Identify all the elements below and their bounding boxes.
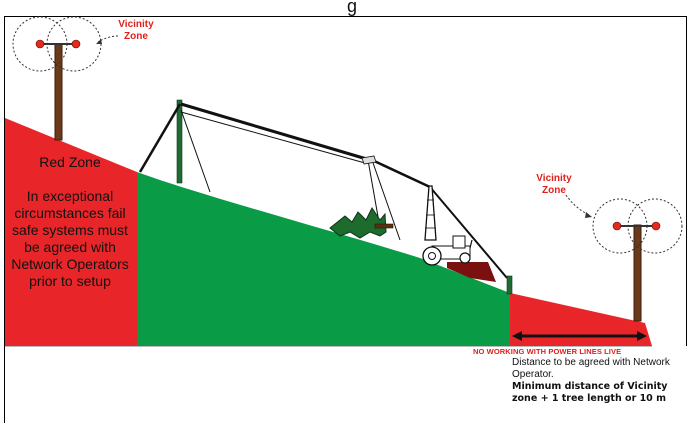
red-zone-right (510, 293, 652, 346)
diagram-title-fragment: g (346, 0, 357, 16)
vicinity-zone-label-left: Vicinity Zone (106, 19, 166, 43)
red-zone-description: Red Zone In exceptional circumstances fa… (5, 154, 135, 290)
distance-note-block: Distance to be agreed with Network Opera… (512, 357, 690, 405)
distance-arrowhead-right (637, 331, 647, 341)
felled-tree (329, 207, 394, 239)
vicinity-zone-left-text: Vicinity Zone (118, 19, 154, 42)
frame-right-border (686, 16, 687, 346)
red-zone-title: Red Zone (39, 154, 101, 170)
no-working-warning: NO WORKING WITH POWER LINES LIVE (473, 347, 622, 356)
green-slope (137, 172, 510, 346)
vicinity-arrowhead-left (96, 39, 102, 44)
guy-line-inner (180, 109, 211, 193)
vicinity-arrow-left (97, 35, 119, 43)
tractor-ground-patch (447, 262, 496, 282)
skyline-upper (180, 102, 371, 162)
carriage-drop-line (371, 159, 401, 241)
guy-line-left (138, 103, 182, 173)
vicinity-zone-right-text: Vicinity Zone (536, 173, 572, 196)
frame-left-border (4, 16, 5, 423)
red-zone-left (5, 118, 137, 346)
pole-right (633, 224, 642, 322)
insulator-right-b (651, 221, 661, 231)
distance-minimum: Minimum distance of Vicinity zone + 1 tr… (512, 381, 668, 404)
skyline-to-tower (371, 158, 431, 189)
yarder-tower (424, 185, 437, 241)
vicinity-arrowhead-right (585, 212, 592, 218)
distance-note: Distance to be agreed with Network Opera… (512, 357, 670, 380)
tower-guy-right (429, 186, 508, 279)
insulator-left-a (35, 39, 45, 49)
vicinity-arrow-right (565, 194, 590, 216)
insulator-left-b (71, 39, 81, 49)
carriage (361, 155, 377, 165)
insulator-right-a (612, 221, 622, 231)
red-zone-body: In exceptional circumstances fail safe s… (11, 188, 129, 289)
frame-top-border (4, 16, 687, 17)
distance-arrowhead-left (512, 331, 522, 341)
tractor (422, 235, 473, 266)
skyline-lower (180, 111, 366, 164)
pole-left (54, 43, 63, 141)
anchor-post (506, 275, 513, 295)
vicinity-zone-label-right: Vicinity Zone (524, 173, 584, 197)
spar-mast (176, 99, 183, 184)
